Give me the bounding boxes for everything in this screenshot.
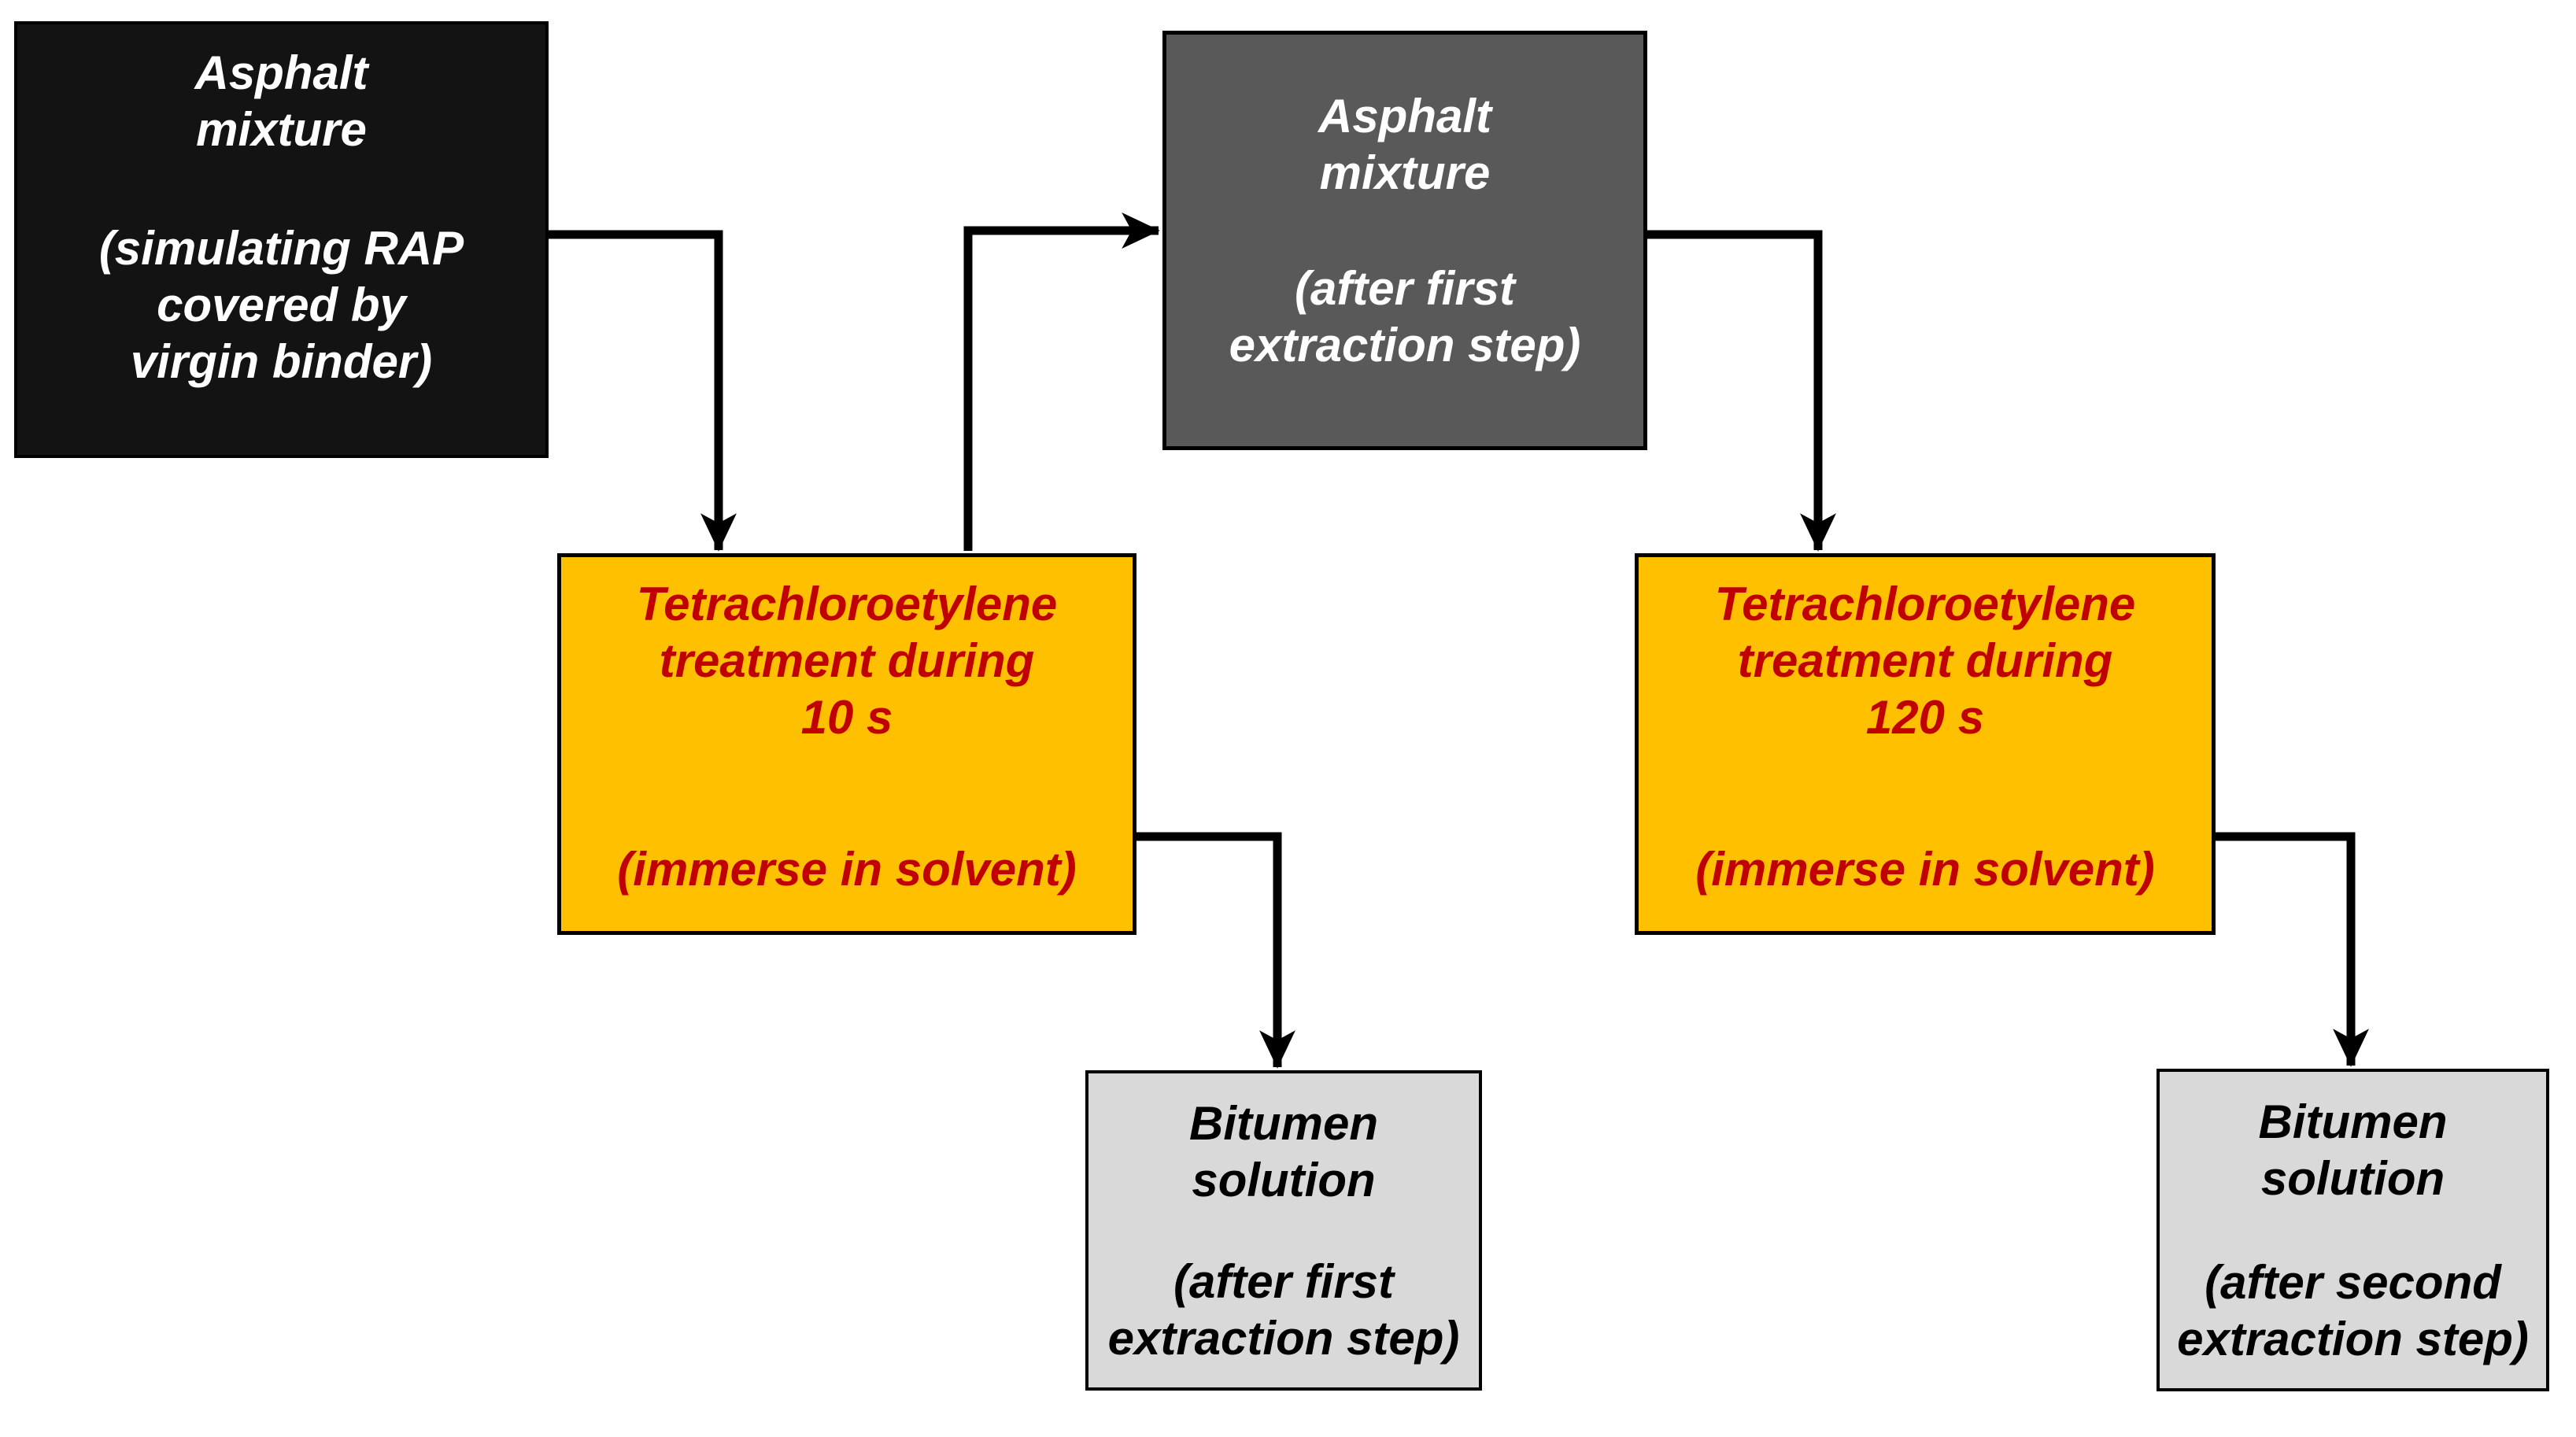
node-title: Bitumen solution <box>2258 1095 2448 1205</box>
node-subtitle: (simulating RAP covered by virgin binder… <box>98 222 464 388</box>
node-title: Asphalt mixture <box>194 46 368 156</box>
node-subtitle: (immerse in solvent) <box>1695 843 2155 896</box>
node-bitumen-solution-second: Bitumen solution (after second extractio… <box>2157 1069 2549 1391</box>
node-subtitle: (after second extraction step) <box>2177 1256 2529 1365</box>
node-tetrachloroetylene-treatment-120s: Tetrachloroetylene treatment during 120 … <box>1635 553 2216 935</box>
node-asphalt-mixture-initial: Asphalt mixture (simulating RAP covered … <box>14 21 549 458</box>
arrow-treatment-10s-to-after-first <box>963 212 1160 551</box>
arrow-treatment-120s-to-bitumen-second <box>2216 832 2369 1067</box>
node-title: Asphalt mixture <box>1318 90 1492 199</box>
arrow-after-first-to-treatment-120s <box>1647 230 1836 552</box>
arrow-initial-to-treatment-10s <box>549 230 737 552</box>
node-subtitle: (after first extraction step) <box>1107 1255 1460 1365</box>
node-title: Bitumen solution <box>1189 1097 1378 1206</box>
node-asphalt-mixture-after-first-extraction: Asphalt mixture (after first extraction … <box>1162 31 1647 450</box>
arrow-treatment-10s-to-bitumen-first <box>1136 832 1295 1069</box>
node-bitumen-solution-first: Bitumen solution (after first extraction… <box>1085 1070 1482 1391</box>
node-title: Tetrachloroetylene treatment during 10 s <box>636 578 1058 744</box>
node-title: Tetrachloroetylene treatment during 120 … <box>1714 578 2136 744</box>
node-subtitle: (immerse in solvent) <box>617 843 1077 896</box>
node-tetrachloroetylene-treatment-10s: Tetrachloroetylene treatment during 10 s… <box>557 553 1136 935</box>
node-subtitle: (after first extraction step) <box>1229 262 1581 371</box>
